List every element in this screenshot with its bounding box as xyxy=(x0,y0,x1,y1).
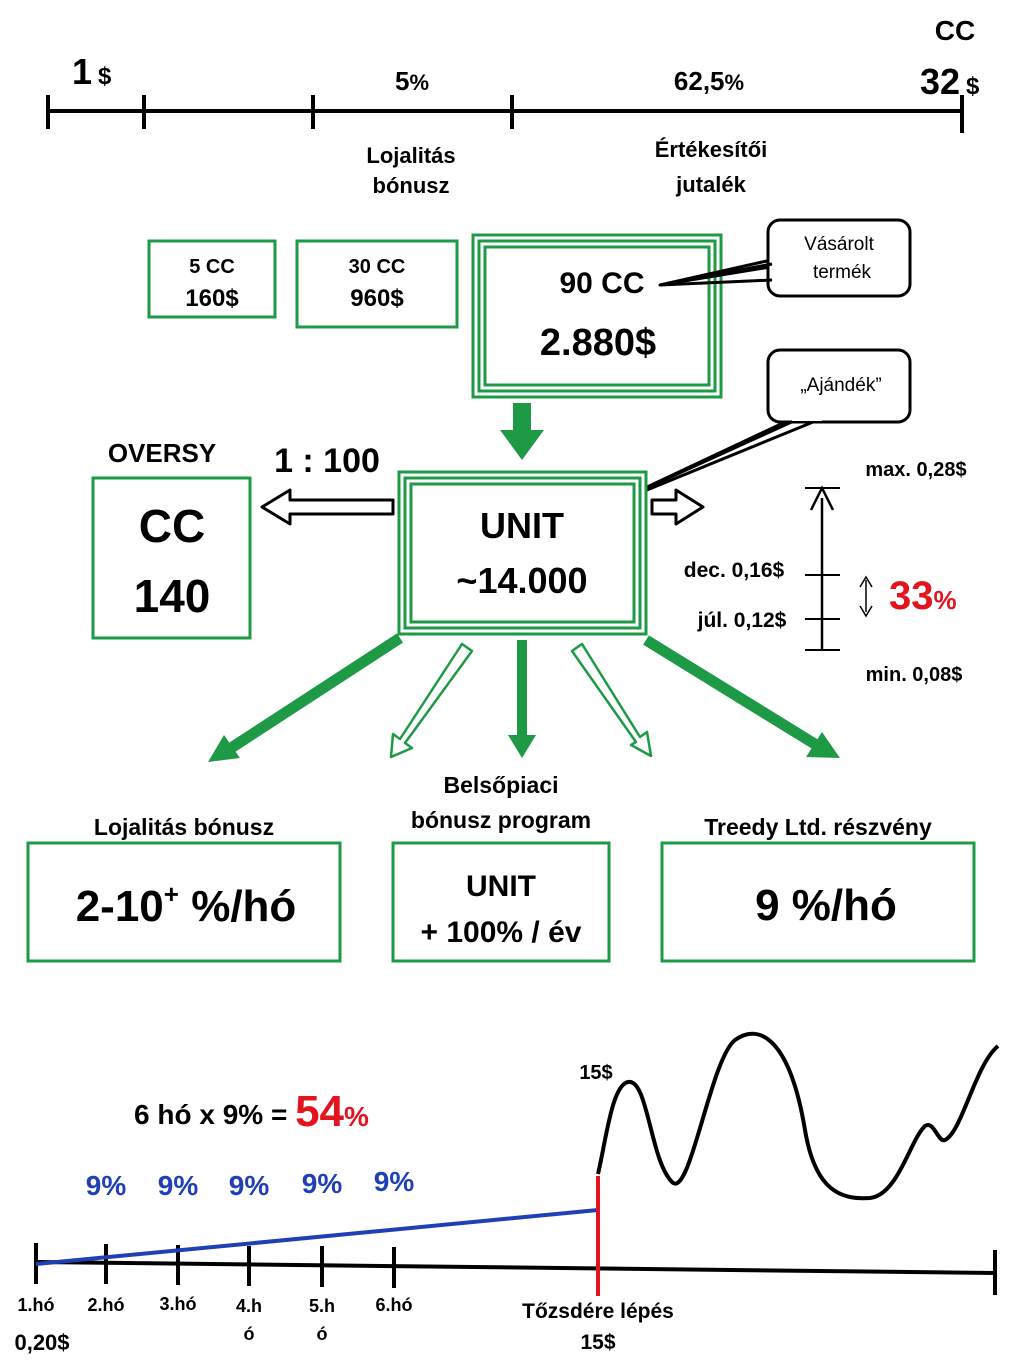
internal-bonus: Belsőpiaci bónusz program UNIT + 100% / … xyxy=(391,772,611,963)
unit-line1: UNIT xyxy=(480,505,564,546)
top-right-cc: CC xyxy=(935,15,975,46)
package-90cc: 90 CC 2.880$ xyxy=(471,233,723,399)
callout-purchased: Vásárolt termék xyxy=(658,218,912,298)
month-label-cont: ó xyxy=(317,1324,328,1344)
month-label: 4.h xyxy=(236,1296,262,1316)
price-dec: dec. 0,16$ xyxy=(684,559,785,582)
monthly-pct: 9% xyxy=(302,1168,343,1199)
top-right-value: 32$ xyxy=(920,61,980,102)
month-label-cont: ó xyxy=(244,1324,255,1344)
month-label: 1.hó xyxy=(17,1295,54,1315)
bottom-timeline: 6 hó x 9% = 54% 9% 9% 9% 9% 9% 15$ 1.hó … xyxy=(14,1031,1000,1355)
loyalty-caption-line1: Lojalitás xyxy=(366,143,455,168)
oversy-ratio: 1 : 100 xyxy=(274,442,380,480)
callout-purchased-line1: Vásárolt xyxy=(804,234,874,255)
package-price: 2.880$ xyxy=(540,322,656,364)
oversy-group: OVERSY 1 : 100 CC 140 xyxy=(91,438,395,640)
start-price: 0,20$ xyxy=(14,1330,69,1355)
treedy-value: 9 %/hó xyxy=(755,881,897,930)
price-curve xyxy=(596,1031,1000,1201)
double-arrowheads-icon xyxy=(859,575,873,618)
internal-line2: + 100% / év xyxy=(421,916,582,949)
package-30cc: 30 CC 960$ xyxy=(295,239,459,329)
price-min: min. 0,08$ xyxy=(866,664,963,686)
month-label: 5.h xyxy=(309,1296,335,1316)
oversy-box xyxy=(91,476,252,640)
oversy-value: 140 xyxy=(134,570,211,622)
internal-title1: Belsőpiaci xyxy=(443,772,558,798)
unit-box: UNIT ~14.000 xyxy=(397,470,648,636)
package-cc: 5 CC xyxy=(189,256,235,278)
loyalty-value: 2-10+ %/hó xyxy=(76,879,297,931)
callout-purchased-line2: termék xyxy=(813,262,872,283)
month-label: 3.hó xyxy=(159,1294,196,1314)
internal-title2: bónusz program xyxy=(411,807,591,833)
unit-distribution-arrows xyxy=(208,633,840,762)
timeline-axis xyxy=(35,1260,996,1275)
growth-line xyxy=(35,1208,599,1266)
arrow-90cc-to-unit xyxy=(500,403,544,460)
price-jul: júl. 0,12$ xyxy=(697,609,787,632)
package-cc: 90 CC xyxy=(559,267,644,300)
price-change-pct: 33% xyxy=(889,574,957,618)
arrow-to-loyalty xyxy=(224,633,404,755)
package-cc: 30 CC xyxy=(349,256,406,278)
treedy-share: Treedy Ltd. részvény 9 %/hó xyxy=(660,814,976,963)
sales-caption-line2: jutalék xyxy=(675,172,746,197)
price-range: max. 0,28$ dec. 0,16$ júl. 0,12$ min. 0,… xyxy=(684,459,967,686)
equation: 6 hó x 9% = 54% xyxy=(134,1087,369,1136)
month-label: 6.hó xyxy=(375,1295,412,1315)
package-price: 960$ xyxy=(350,285,404,312)
arrow-to-treedy xyxy=(643,635,821,751)
unit-line2: ~14.000 xyxy=(456,560,587,601)
callout-gift: „Ajándék” xyxy=(596,348,912,512)
month-label: 2.hó xyxy=(87,1295,124,1315)
pct-5-label: 5% xyxy=(395,66,429,96)
arrow-to-internal xyxy=(517,640,527,738)
top-left-value: 1$ xyxy=(72,51,112,92)
loyalty-caption-line2: bónusz xyxy=(373,173,450,198)
package-5cc: 5 CC 160$ xyxy=(147,239,277,319)
ipo-label: Tőzsdére lépés xyxy=(522,1300,674,1323)
treedy-title: Treedy Ltd. részvény xyxy=(704,814,932,840)
pct-62-label: 62,5% xyxy=(674,66,744,96)
callout-gift-text: „Ajándék” xyxy=(800,375,881,396)
ipo-price: 15$ xyxy=(580,1331,615,1354)
internal-line1: UNIT xyxy=(466,870,536,903)
price-max: max. 0,28$ xyxy=(865,459,966,481)
package-price: 160$ xyxy=(185,285,239,312)
monthly-pct: 9% xyxy=(229,1170,270,1201)
monthly-pct: 9% xyxy=(374,1166,415,1197)
oversy-cc: CC xyxy=(139,500,205,552)
sales-caption-line1: Értékesítői xyxy=(655,137,768,162)
price-15-label: 15$ xyxy=(579,1062,612,1084)
arrow-hollow-left xyxy=(389,642,474,759)
loyalty-title: Lojalitás bónusz xyxy=(94,814,274,840)
arrow-unit-to-price xyxy=(650,488,705,526)
arrow-hollow-right xyxy=(570,642,653,758)
arrow-unit-to-oversy xyxy=(260,488,395,526)
top-scale: 1$ CC 32$ 5% 62,5% Lojalitás bónusz Érté… xyxy=(46,15,980,198)
monthly-pct: 9% xyxy=(158,1170,199,1201)
monthly-pct: 9% xyxy=(86,1170,127,1201)
loyalty-bonus: Lojalitás bónusz 2-10+ %/hó xyxy=(26,814,342,963)
oversy-label: OVERSY xyxy=(108,438,216,468)
